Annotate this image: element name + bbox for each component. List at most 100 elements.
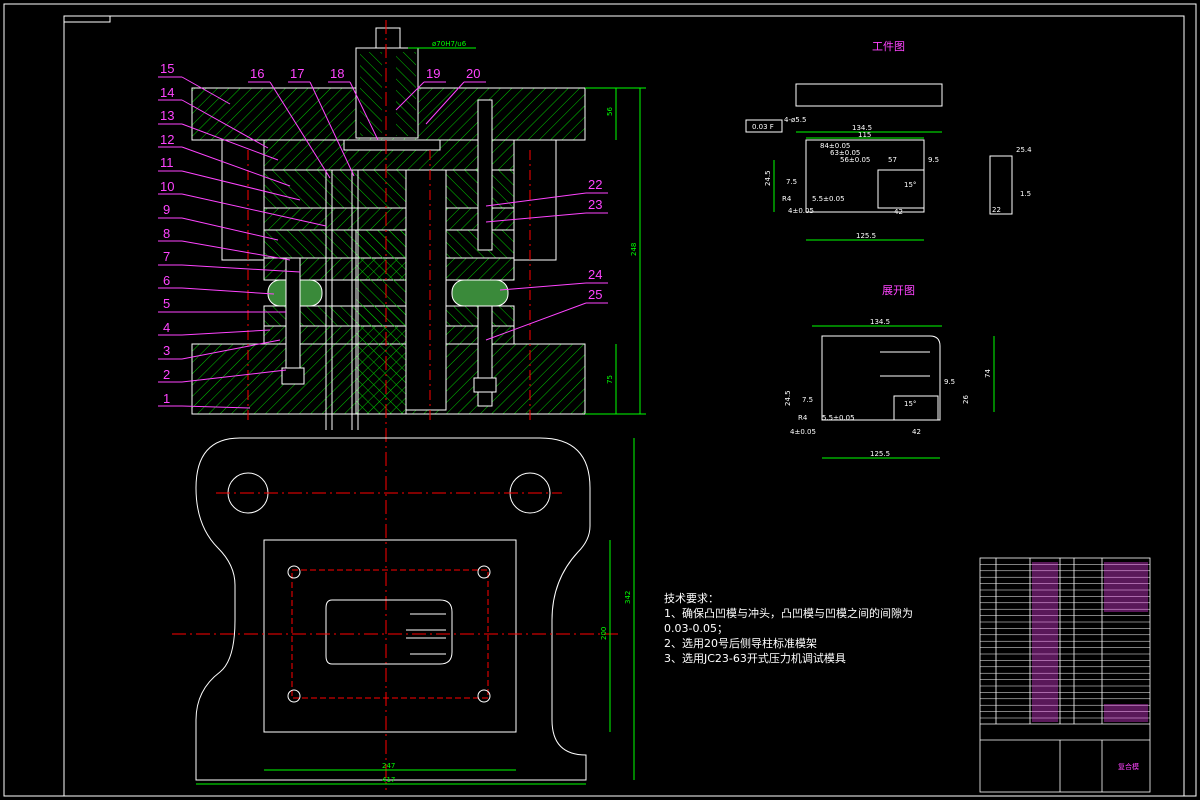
workpiece-dim-text: 134.5 115 84±0.05 63±0.05 56±0.05 57 9.5…: [752, 116, 1032, 240]
part-label-2: 2: [163, 367, 170, 382]
dim-text-342: 342: [624, 591, 632, 604]
dim-text-417: 417: [382, 776, 395, 784]
screw-hole-3: [287, 689, 301, 703]
wp-text-1255: 125.5: [856, 232, 876, 240]
part-label-11: 11: [160, 155, 174, 170]
flat-blank-outline: [821, 335, 941, 421]
part-label-5: 5: [163, 296, 170, 311]
part-label-15: 15: [160, 61, 174, 76]
die-plan-view: [172, 437, 635, 785]
leader-14b: [181, 99, 269, 149]
part-label-9: 9: [163, 202, 170, 217]
leader-13b: [181, 123, 279, 161]
part-label-20: 20: [466, 66, 480, 81]
height-label-75: 75: [606, 375, 614, 384]
wp-text-15deg: 15°: [904, 181, 916, 189]
leader-3b: [181, 339, 281, 360]
die-section-view: 56 248 75 ø70H7/u6: [191, 20, 646, 790]
part-label-19: 19: [426, 66, 440, 81]
leader-9b: [181, 217, 279, 241]
wp-text-55: 5.5±0.05: [812, 195, 845, 203]
part-label-23: 23: [588, 197, 602, 212]
tech-line-1: 1、确保凸凹模与冲头，凸凹模与凹模之间的间隙为: [664, 607, 913, 620]
wp-text-254: 25.4: [1016, 146, 1032, 154]
title-block-label: 复合模: [1118, 762, 1139, 771]
leader-1b: [181, 405, 251, 409]
punch-die-block: [355, 229, 407, 415]
parts-list-shade-1: [1032, 562, 1058, 722]
flat-pattern-dims: [812, 325, 995, 459]
part-label-10: 10: [160, 179, 174, 194]
leader-20b: [425, 81, 465, 125]
bolt-head-right: [473, 377, 497, 393]
part-label-12: 12: [160, 132, 174, 147]
tolerance-frame-box: [745, 119, 783, 133]
flat-tab-outline: [893, 395, 939, 421]
wp-text-57: 57: [888, 156, 897, 164]
wp-text-134: 134.5: [852, 124, 872, 132]
height-label-56: 56: [606, 107, 614, 116]
parts-list-shade-2: [1104, 562, 1148, 612]
fp-text-74: 74: [984, 369, 992, 378]
tech-heading: 技术要求：: [664, 592, 719, 605]
fp-text-1255: 125.5: [870, 450, 890, 458]
die-set-outline: [263, 539, 517, 733]
leader-25b: [485, 302, 587, 341]
part-label-17: 17: [290, 66, 304, 81]
dim-text-247: 247: [382, 762, 395, 770]
fp-text-42: 42: [912, 428, 921, 436]
upper-plate-b: [263, 169, 515, 209]
guide-sleeve-left: [221, 139, 265, 261]
tech-line-4: 3、选用JC23-63开式压力机调试模具: [664, 652, 846, 665]
shank-cap: [375, 27, 401, 49]
tech-line-2: 0.03-0.05；: [664, 622, 728, 635]
part-label-18: 18: [330, 66, 344, 81]
corner-stamp: [63, 15, 111, 23]
wp-text-95: 9.5: [928, 156, 939, 164]
part-label-1: 1: [163, 391, 170, 406]
parts-list-shade-3: [1104, 704, 1148, 722]
shank-hatch: [360, 52, 382, 136]
leader-2b: [181, 369, 287, 383]
fp-text-26: 26: [962, 395, 970, 404]
leader-17b: [309, 81, 355, 177]
wp-text-56: 56±0.05: [840, 156, 870, 164]
part-labels: 15 14 13 12 11 10 9 8 7 6 5 4 3 2 1 16 1…: [160, 61, 602, 406]
height-label-248: 248: [630, 243, 638, 256]
shank-hatch-right: [396, 52, 416, 136]
workpiece-title: 工件图: [872, 40, 905, 53]
flat-pattern-dim-text: 134.5 74 24.5 7.5 R4 5.5±0.05 4±0.05 125…: [784, 318, 992, 458]
lower-base-outline: [195, 437, 591, 781]
fp-text-r4: R4: [798, 414, 808, 422]
workpiece-side: [989, 155, 1013, 215]
inner-frame: [63, 15, 1185, 797]
guide-pin-left: [285, 257, 301, 379]
wp-tolerance-text: 0.03 F: [752, 123, 774, 131]
leader-11b: [181, 170, 301, 201]
wp-text-115: 115: [858, 131, 871, 139]
wp-text-84: 84±0.05: [820, 142, 850, 150]
plan-dim-text: 247 417 200 342: [382, 591, 632, 784]
dim-text-200: 200: [600, 627, 608, 640]
fp-text-75: 7.5: [802, 396, 813, 404]
workpiece-top-view: [795, 83, 943, 107]
push-plate: [343, 139, 441, 151]
parts-list-frame: [979, 557, 1151, 793]
wp-text-4: 4±0.05: [788, 207, 814, 215]
part-label-16: 16: [250, 66, 264, 81]
leader-10b: [181, 193, 327, 227]
blank-outline: [325, 599, 453, 665]
flat-pattern-drawing: [821, 335, 941, 421]
leader-lines: [158, 76, 608, 409]
part-label-25: 25: [588, 287, 602, 302]
upper-plate-c: [263, 207, 515, 231]
leader-4b: [181, 329, 271, 336]
screw-hole-4: [477, 689, 491, 703]
leader-23b: [485, 212, 587, 223]
guide-pin-right: [477, 99, 493, 251]
shank-fit-label: ø70H7/u6: [432, 40, 467, 48]
leader-15b: [181, 76, 231, 105]
part-label-6: 6: [163, 273, 170, 288]
part-label-14: 14: [160, 85, 174, 100]
leader-22b: [485, 192, 587, 207]
